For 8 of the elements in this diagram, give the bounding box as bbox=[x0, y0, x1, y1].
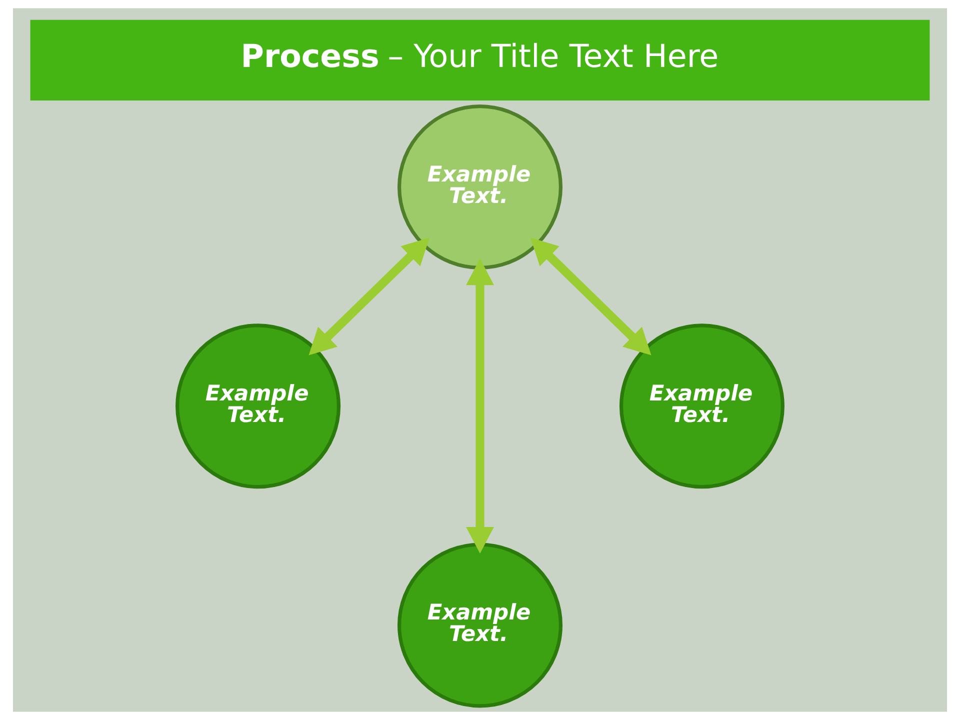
node-circle: Example Text. bbox=[176, 324, 341, 489]
arrow bbox=[308, 238, 430, 356]
node-circle: Example Text. bbox=[397, 104, 563, 270]
arrow bbox=[466, 258, 494, 554]
node-circle: Example Text. bbox=[619, 324, 784, 489]
diagram-title: Process – Your Title Text Here bbox=[240, 38, 719, 75]
arrow bbox=[530, 238, 652, 356]
node-circle: Example Text. bbox=[397, 542, 563, 708]
